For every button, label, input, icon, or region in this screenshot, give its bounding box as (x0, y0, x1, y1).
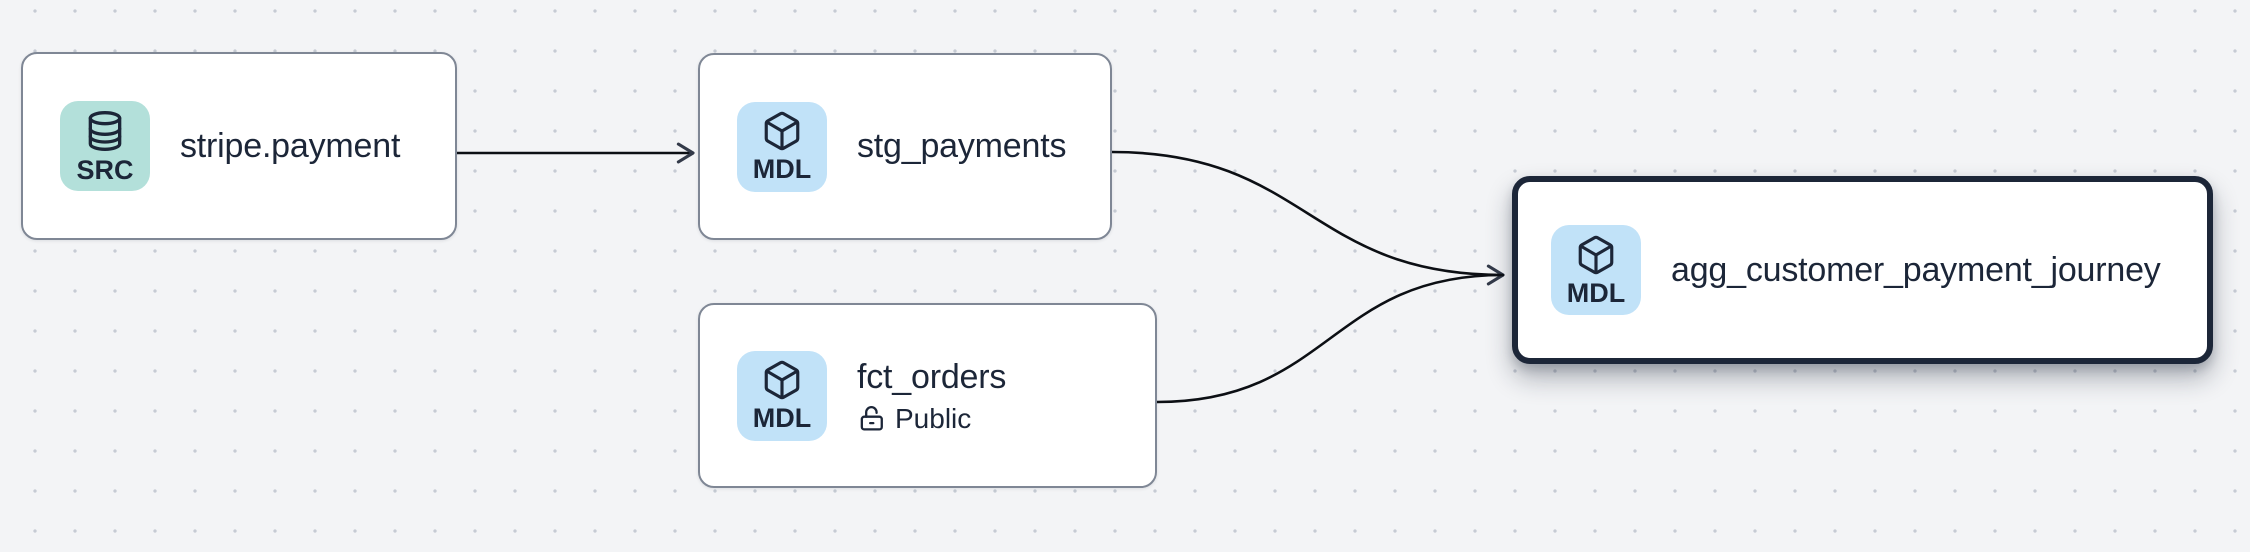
badge-label: MDL (1566, 277, 1626, 308)
node-fct-orders[interactable]: MDL fct_orders Public (698, 303, 1157, 488)
node-title: stripe.payment (180, 126, 401, 165)
node-title: fct_orders (857, 357, 1007, 396)
cube-icon (764, 360, 800, 400)
model-type-badge: MDL (737, 350, 827, 441)
node-stg-payments[interactable]: MDL stg_payments (698, 53, 1112, 240)
access-level: Public (857, 402, 1006, 435)
source-type-badge: SRC (60, 101, 150, 191)
badge-label: SRC (76, 154, 134, 185)
model-type-badge: MDL (1551, 225, 1641, 315)
badge-label: MDL (752, 154, 812, 184)
node-agg-customer-payment-journey[interactable]: MDL agg_customer_payment_journey (1512, 176, 2213, 364)
database-icon (88, 110, 122, 151)
lock-open-icon (860, 406, 883, 431)
edge-fct-to-agg[interactable] (1155, 273, 1505, 404)
edge-stg-to-agg[interactable] (1110, 150, 1505, 286)
cube-icon (1578, 235, 1614, 274)
node-title: agg_customer_payment_journey (1671, 250, 2161, 289)
node-stripe-payment[interactable]: SRC stripe.payment (21, 52, 457, 240)
cube-icon (764, 111, 800, 151)
node-title: stg_payments (857, 127, 1067, 166)
badge-label: MDL (752, 403, 812, 433)
model-type-badge: MDL (737, 101, 827, 192)
access-level-label: Public (895, 402, 972, 434)
